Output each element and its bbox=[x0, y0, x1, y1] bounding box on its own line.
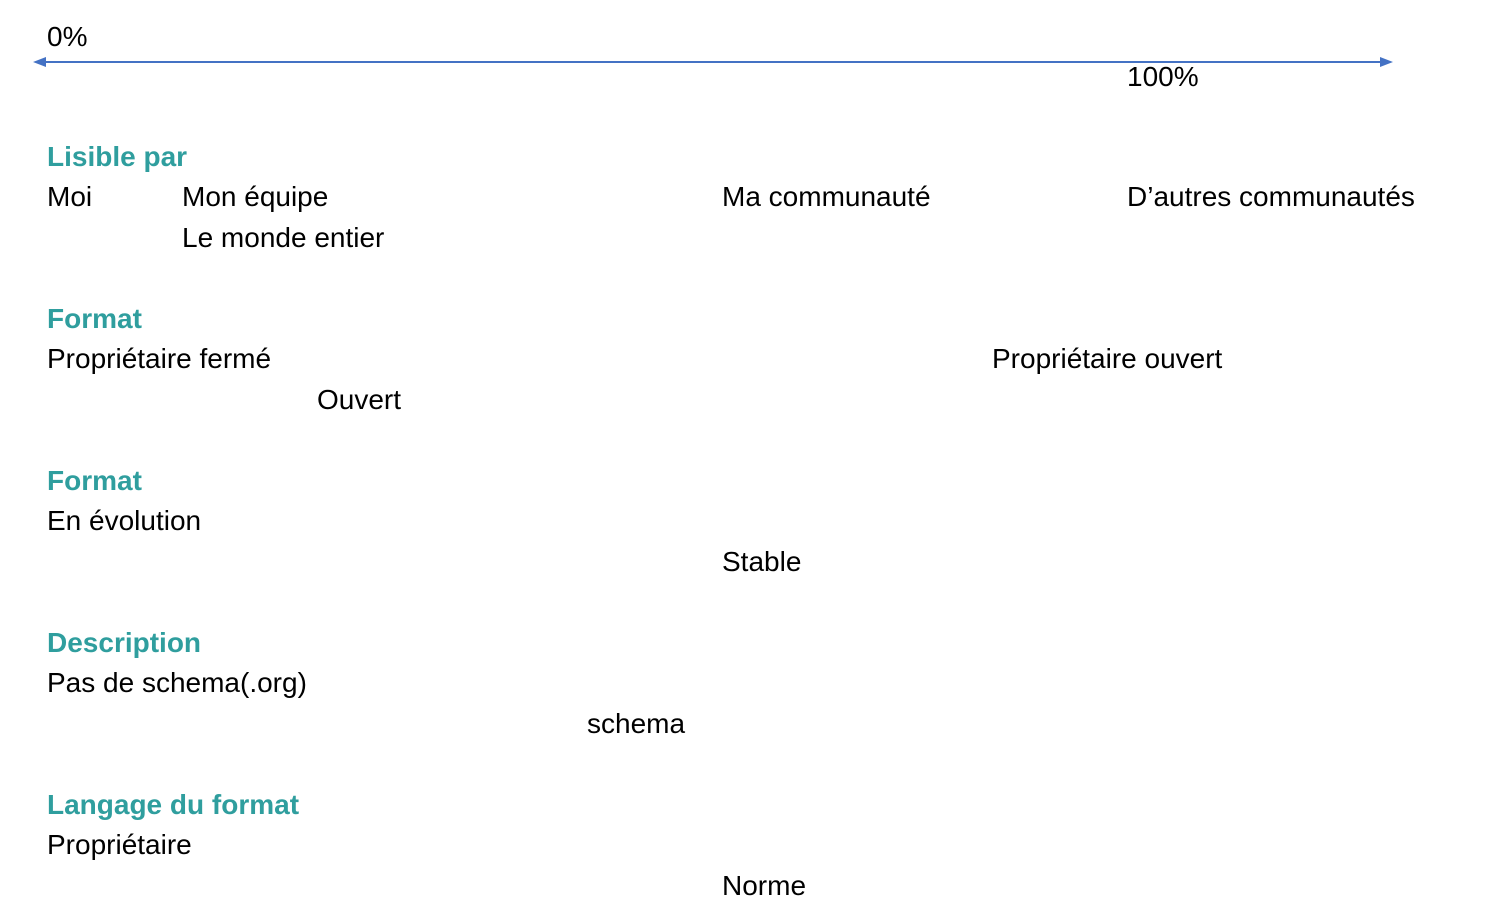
section-title-format-stability: Format bbox=[47, 465, 142, 496]
item-me: Moi bbox=[47, 181, 93, 212]
item-other-communities: D’autres communautés bbox=[1127, 181, 1415, 212]
section-title-readable-by: Lisible par bbox=[47, 141, 188, 172]
scale-axis-right-arrowhead bbox=[1380, 57, 1393, 67]
item-stable: Stable bbox=[722, 546, 802, 577]
section-title-format: Format bbox=[47, 303, 142, 334]
item-standard: Norme bbox=[722, 870, 807, 901]
item-evolving: En évolution bbox=[47, 505, 202, 536]
item-schema: schema bbox=[587, 708, 686, 739]
scale-axis-arrow bbox=[33, 57, 1393, 67]
item-proprietary-open: Propriétaire ouvert bbox=[992, 343, 1223, 374]
scale-min-label: 0% bbox=[47, 21, 88, 52]
item-no-schema: Pas de schema(.org) bbox=[47, 667, 307, 698]
item-my-team: Mon équipe bbox=[182, 181, 329, 212]
item-open: Ouvert bbox=[317, 384, 402, 415]
scale-axis-left-arrowhead bbox=[33, 57, 46, 67]
item-proprietary: Propriétaire bbox=[47, 829, 192, 860]
section-title-format-language: Langage du format bbox=[47, 789, 300, 820]
section-title-description: Description bbox=[47, 627, 202, 658]
item-whole-world: Le monde entier bbox=[182, 222, 385, 253]
scale-max-label: 100% bbox=[1127, 61, 1199, 92]
item-proprietary-closed: Propriétaire fermé bbox=[47, 343, 272, 374]
item-my-community: Ma communauté bbox=[722, 181, 931, 212]
